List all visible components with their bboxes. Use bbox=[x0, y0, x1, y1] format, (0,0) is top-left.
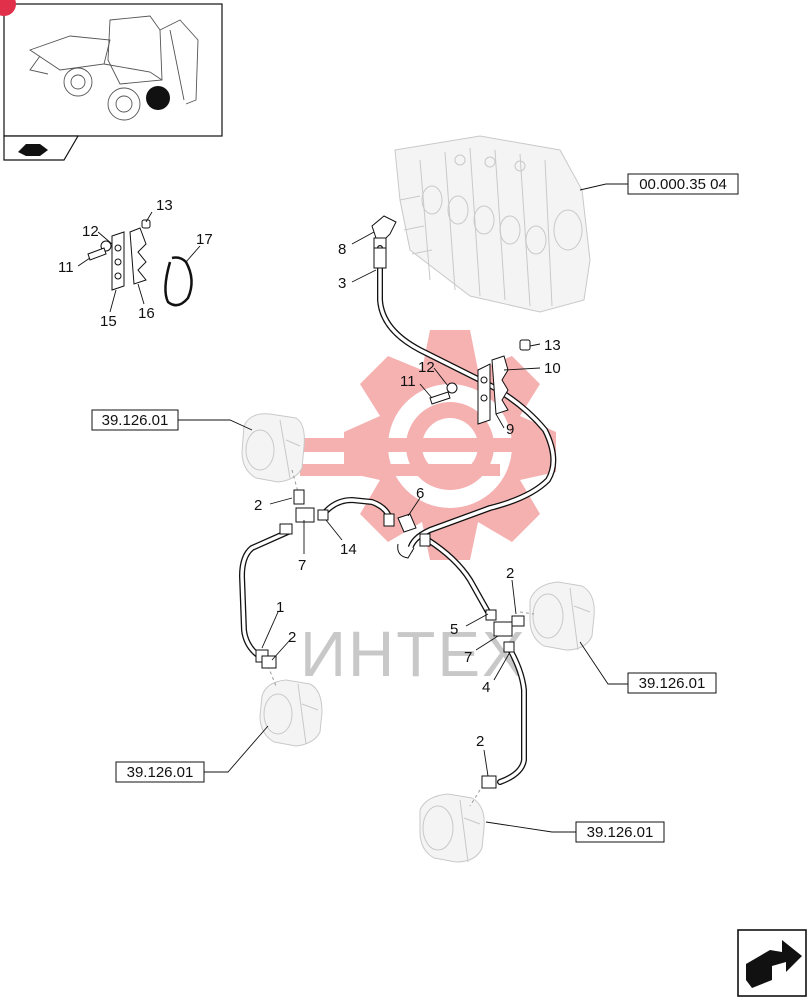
nut-13-right bbox=[519, 339, 531, 351]
callout-12-right: 12 bbox=[418, 359, 435, 376]
callout-10: 10 bbox=[544, 360, 561, 377]
callout-4: 4 bbox=[482, 679, 490, 696]
motor-ref-right[interactable]: 39.126.01 bbox=[639, 675, 706, 692]
motor-ref-top-left[interactable]: 39.126.01 bbox=[102, 412, 169, 429]
motor-right-ghost bbox=[519, 581, 595, 651]
callout-12-top: 12 bbox=[82, 223, 99, 240]
callout-leaders bbox=[77, 211, 541, 777]
control-valve-ghost bbox=[394, 135, 591, 313]
nav-back-icon[interactable] bbox=[18, 144, 48, 156]
callout-2-lower-left: 2 bbox=[288, 629, 296, 646]
motor-bottom-left-ghost bbox=[259, 665, 323, 747]
callout-7-right: 7 bbox=[464, 649, 472, 666]
motor-bottom-ghost bbox=[419, 789, 485, 863]
location-marker-icon bbox=[146, 86, 170, 110]
callout-6: 6 bbox=[416, 485, 424, 502]
callout-15: 15 bbox=[100, 313, 117, 330]
watermark-text: ИНТЕХ bbox=[300, 618, 527, 690]
callout-13-top: 13 bbox=[156, 197, 173, 214]
callout-5: 5 bbox=[450, 621, 458, 638]
motor-ref-bottom[interactable]: 39.126.01 bbox=[587, 824, 654, 841]
callout-11-top: 11 bbox=[58, 259, 74, 276]
callout-8: 8 bbox=[338, 241, 346, 258]
callout-2-upper-left: 2 bbox=[254, 497, 262, 514]
valve-ref-label[interactable]: 00.000.35 04 bbox=[639, 176, 727, 193]
callout-2-right: 2 bbox=[506, 565, 514, 582]
callout-9: 9 bbox=[506, 421, 514, 438]
motor-ref-bottom-left[interactable]: 39.126.01 bbox=[127, 764, 194, 781]
bolt-11-right bbox=[429, 391, 451, 405]
callout-3: 3 bbox=[338, 275, 346, 292]
callout-13-right: 13 bbox=[544, 337, 561, 354]
elbow-fitting-8 bbox=[371, 215, 397, 249]
callout-2-bottom: 2 bbox=[476, 733, 484, 750]
washer-12-right bbox=[446, 382, 458, 394]
corner-badge-icon bbox=[0, 0, 16, 16]
callout-7-left: 7 bbox=[298, 557, 306, 574]
callout-16: 16 bbox=[138, 305, 155, 322]
callout-11-right: 11 bbox=[400, 373, 416, 390]
callout-1: 1 bbox=[276, 599, 284, 616]
callout-17: 17 bbox=[196, 231, 213, 248]
callout-14: 14 bbox=[340, 541, 357, 558]
machine-thumbnail bbox=[0, 0, 223, 161]
motor-top-left-ghost bbox=[241, 413, 305, 493]
clamp-kit-left bbox=[87, 219, 193, 307]
fittings bbox=[255, 489, 525, 789]
clamp-9-10 bbox=[477, 355, 509, 425]
nav-arrow-icon[interactable] bbox=[737, 929, 807, 997]
